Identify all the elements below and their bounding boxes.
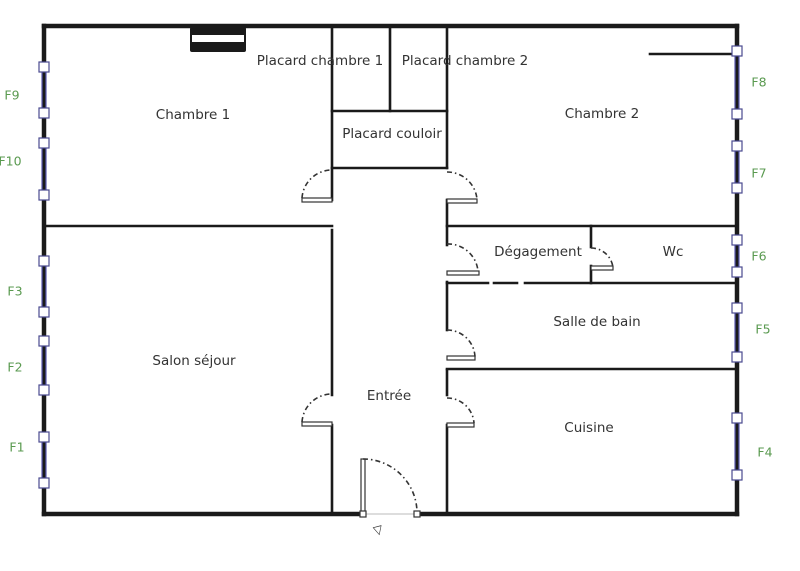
room-label-degagement: Dégagement: [494, 244, 582, 260]
window-label-F6: F6: [751, 248, 767, 264]
window-label-F4: F4: [757, 444, 773, 460]
window-label-F2: F2: [7, 359, 23, 375]
doors: [301, 169, 614, 518]
window-F4: [731, 412, 743, 481]
window-label-F3: F3: [7, 283, 23, 299]
window-F10: [38, 137, 50, 201]
interior-walls: [42, 24, 739, 516]
window-label-F9: F9: [4, 87, 20, 103]
window-label-F5: F5: [755, 321, 771, 337]
room-label-cuisine: Cuisine: [564, 420, 614, 436]
room-label-salle-de-bain: Salle de bain: [553, 314, 641, 330]
window-F8: [731, 45, 743, 120]
room-label-placard-chambre-2: Placard chambre 2: [401, 53, 529, 69]
room-label-placard-chambre-1: Placard chambre 1: [256, 53, 384, 69]
room-label-chambre-1: Chambre 1: [155, 107, 231, 123]
window-F7: [731, 140, 743, 194]
window-F6: [731, 234, 743, 278]
room-label-entree: Entrée: [366, 388, 412, 404]
room-label-salon-sejour: Salon séjour: [152, 353, 236, 369]
window-F1: [38, 431, 50, 489]
radiator-icon: [190, 27, 246, 52]
windows: [38, 45, 743, 489]
window-label-F8: F8: [751, 74, 767, 90]
window-label-F10: F10: [0, 153, 22, 169]
window-F2: [38, 335, 50, 396]
window-F5: [731, 302, 743, 363]
room-label-chambre-2: Chambre 2: [564, 106, 640, 122]
window-F3: [38, 255, 50, 318]
room-label-wc: Wc: [662, 244, 684, 260]
room-label-placard-couloir: Placard couloir: [342, 126, 442, 142]
window-label-F1: F1: [9, 439, 25, 455]
window-F9: [38, 61, 50, 119]
window-label-F7: F7: [751, 165, 767, 181]
